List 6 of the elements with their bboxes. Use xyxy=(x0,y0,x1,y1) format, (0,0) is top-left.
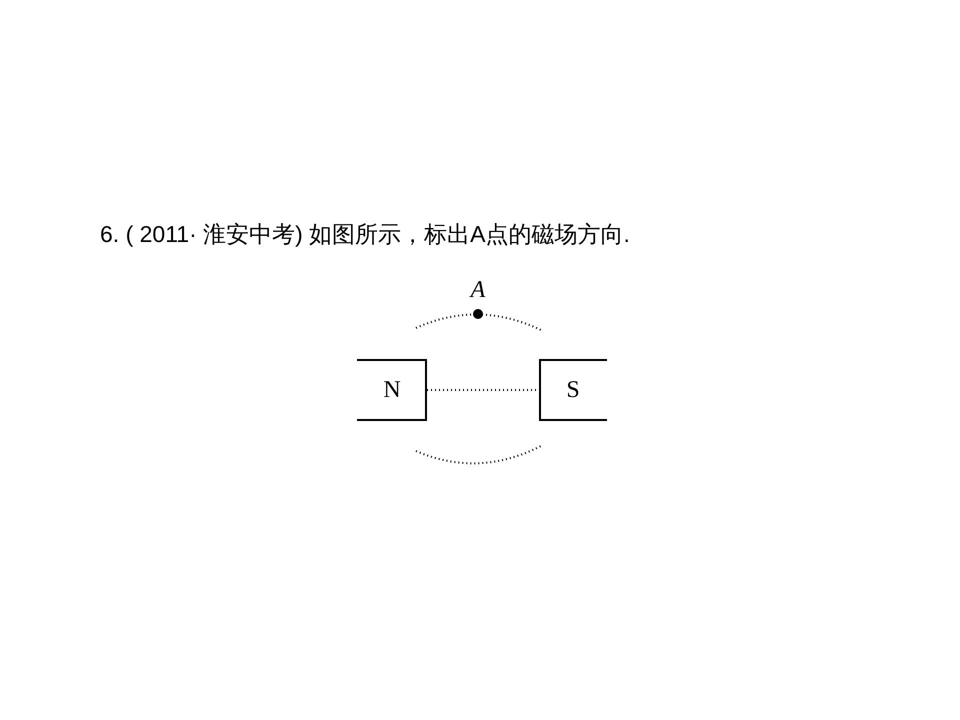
question-text: 6. ( 2011· 淮安中考) 如图所示，标出A点的磁场方向. xyxy=(100,220,630,249)
magnet xyxy=(539,359,607,421)
pole-label: S xyxy=(566,376,580,405)
pole-label: N xyxy=(383,376,401,405)
point-label: A xyxy=(470,276,486,304)
magnet xyxy=(357,359,427,421)
